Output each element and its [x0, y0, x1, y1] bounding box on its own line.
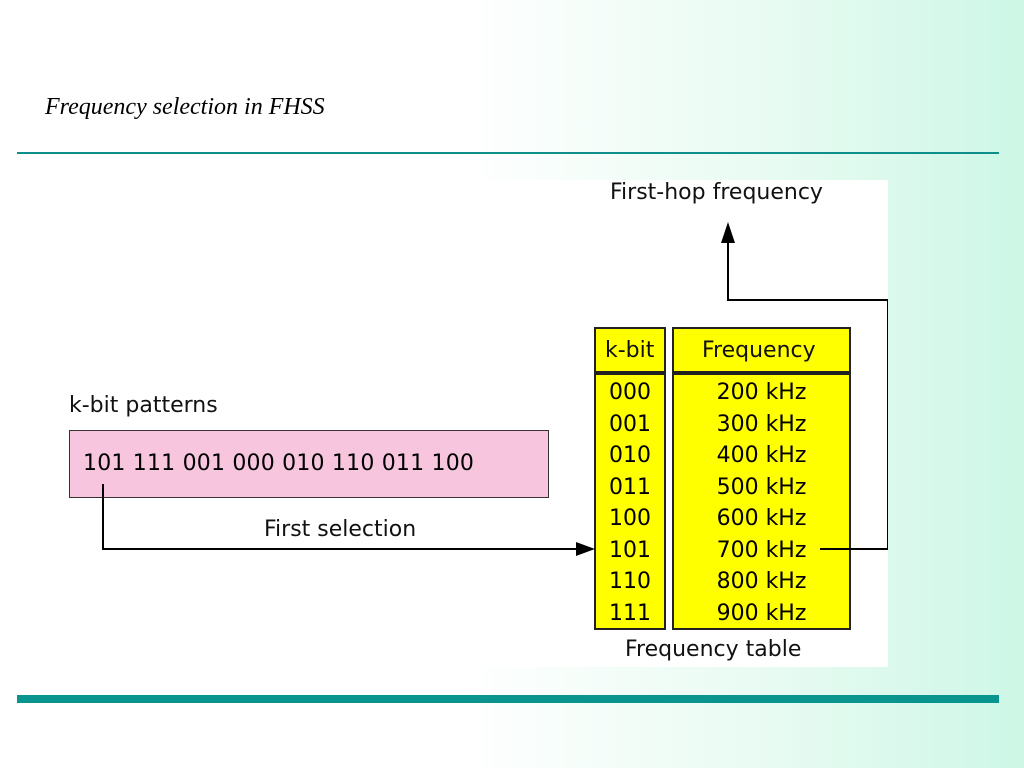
kbit-header-cell: k-bit — [594, 327, 666, 373]
frequency-value: 500 kHz — [716, 474, 807, 500]
slide-title: Frequency selection in FHSS — [45, 94, 325, 120]
patterns-box: 101 111 001 000 010 110 011 100 — [69, 430, 549, 498]
patterns-label: k-bit patterns — [69, 393, 218, 418]
patterns-text: 101 111 001 000 010 110 011 100 — [83, 451, 475, 476]
kbit-value: 111 — [609, 600, 651, 626]
first-selection-arrowhead — [576, 542, 595, 556]
frequency-values: 200 kHz 300 kHz 400 kHz 500 kHz 600 kHz … — [674, 377, 849, 629]
first-selection-label: First selection — [264, 517, 417, 542]
kbit-values: 000 001 010 011 100 101 110 111 — [596, 377, 664, 629]
top-divider — [17, 152, 999, 154]
first-hop-label: First-hop frequency — [610, 180, 823, 205]
bottom-divider — [17, 695, 999, 703]
first-hop-connector — [727, 242, 888, 550]
frequency-value: 600 kHz — [716, 506, 807, 531]
kbit-value: 011 — [609, 474, 651, 500]
kbit-value: 000 — [609, 380, 651, 405]
kbit-value: 010 — [609, 443, 651, 468]
kbit-value: 001 — [609, 411, 651, 437]
fhss-diagram: First-hop frequency k-bit patterns 101 1… — [45, 180, 888, 667]
first-hop-arrowhead — [721, 222, 735, 243]
frequency-header-cell: Frequency — [672, 327, 851, 373]
connector-lines — [102, 222, 888, 556]
kbit-value: 110 — [609, 569, 651, 594]
frequency-value: 400 kHz — [716, 443, 807, 468]
frequency-body-cell: 200 kHz 300 kHz 400 kHz 500 kHz 600 kHz … — [672, 373, 851, 630]
kbit-value: 100 — [609, 506, 651, 531]
frequency-value: 700 kHz — [716, 537, 807, 563]
frequency-value: 900 kHz — [716, 600, 807, 626]
first-selection-connector — [102, 484, 579, 550]
kbit-body-cell: 000 001 010 011 100 101 110 111 — [594, 373, 666, 630]
frequency-header: Frequency — [702, 338, 816, 363]
frequency-value: 200 kHz — [716, 380, 807, 405]
frequency-value: 800 kHz — [716, 569, 807, 594]
kbit-header: k-bit — [605, 338, 655, 363]
frequency-table-caption: Frequency table — [625, 637, 802, 662]
frequency-value: 300 kHz — [716, 411, 807, 437]
kbit-value: 101 — [609, 537, 651, 563]
